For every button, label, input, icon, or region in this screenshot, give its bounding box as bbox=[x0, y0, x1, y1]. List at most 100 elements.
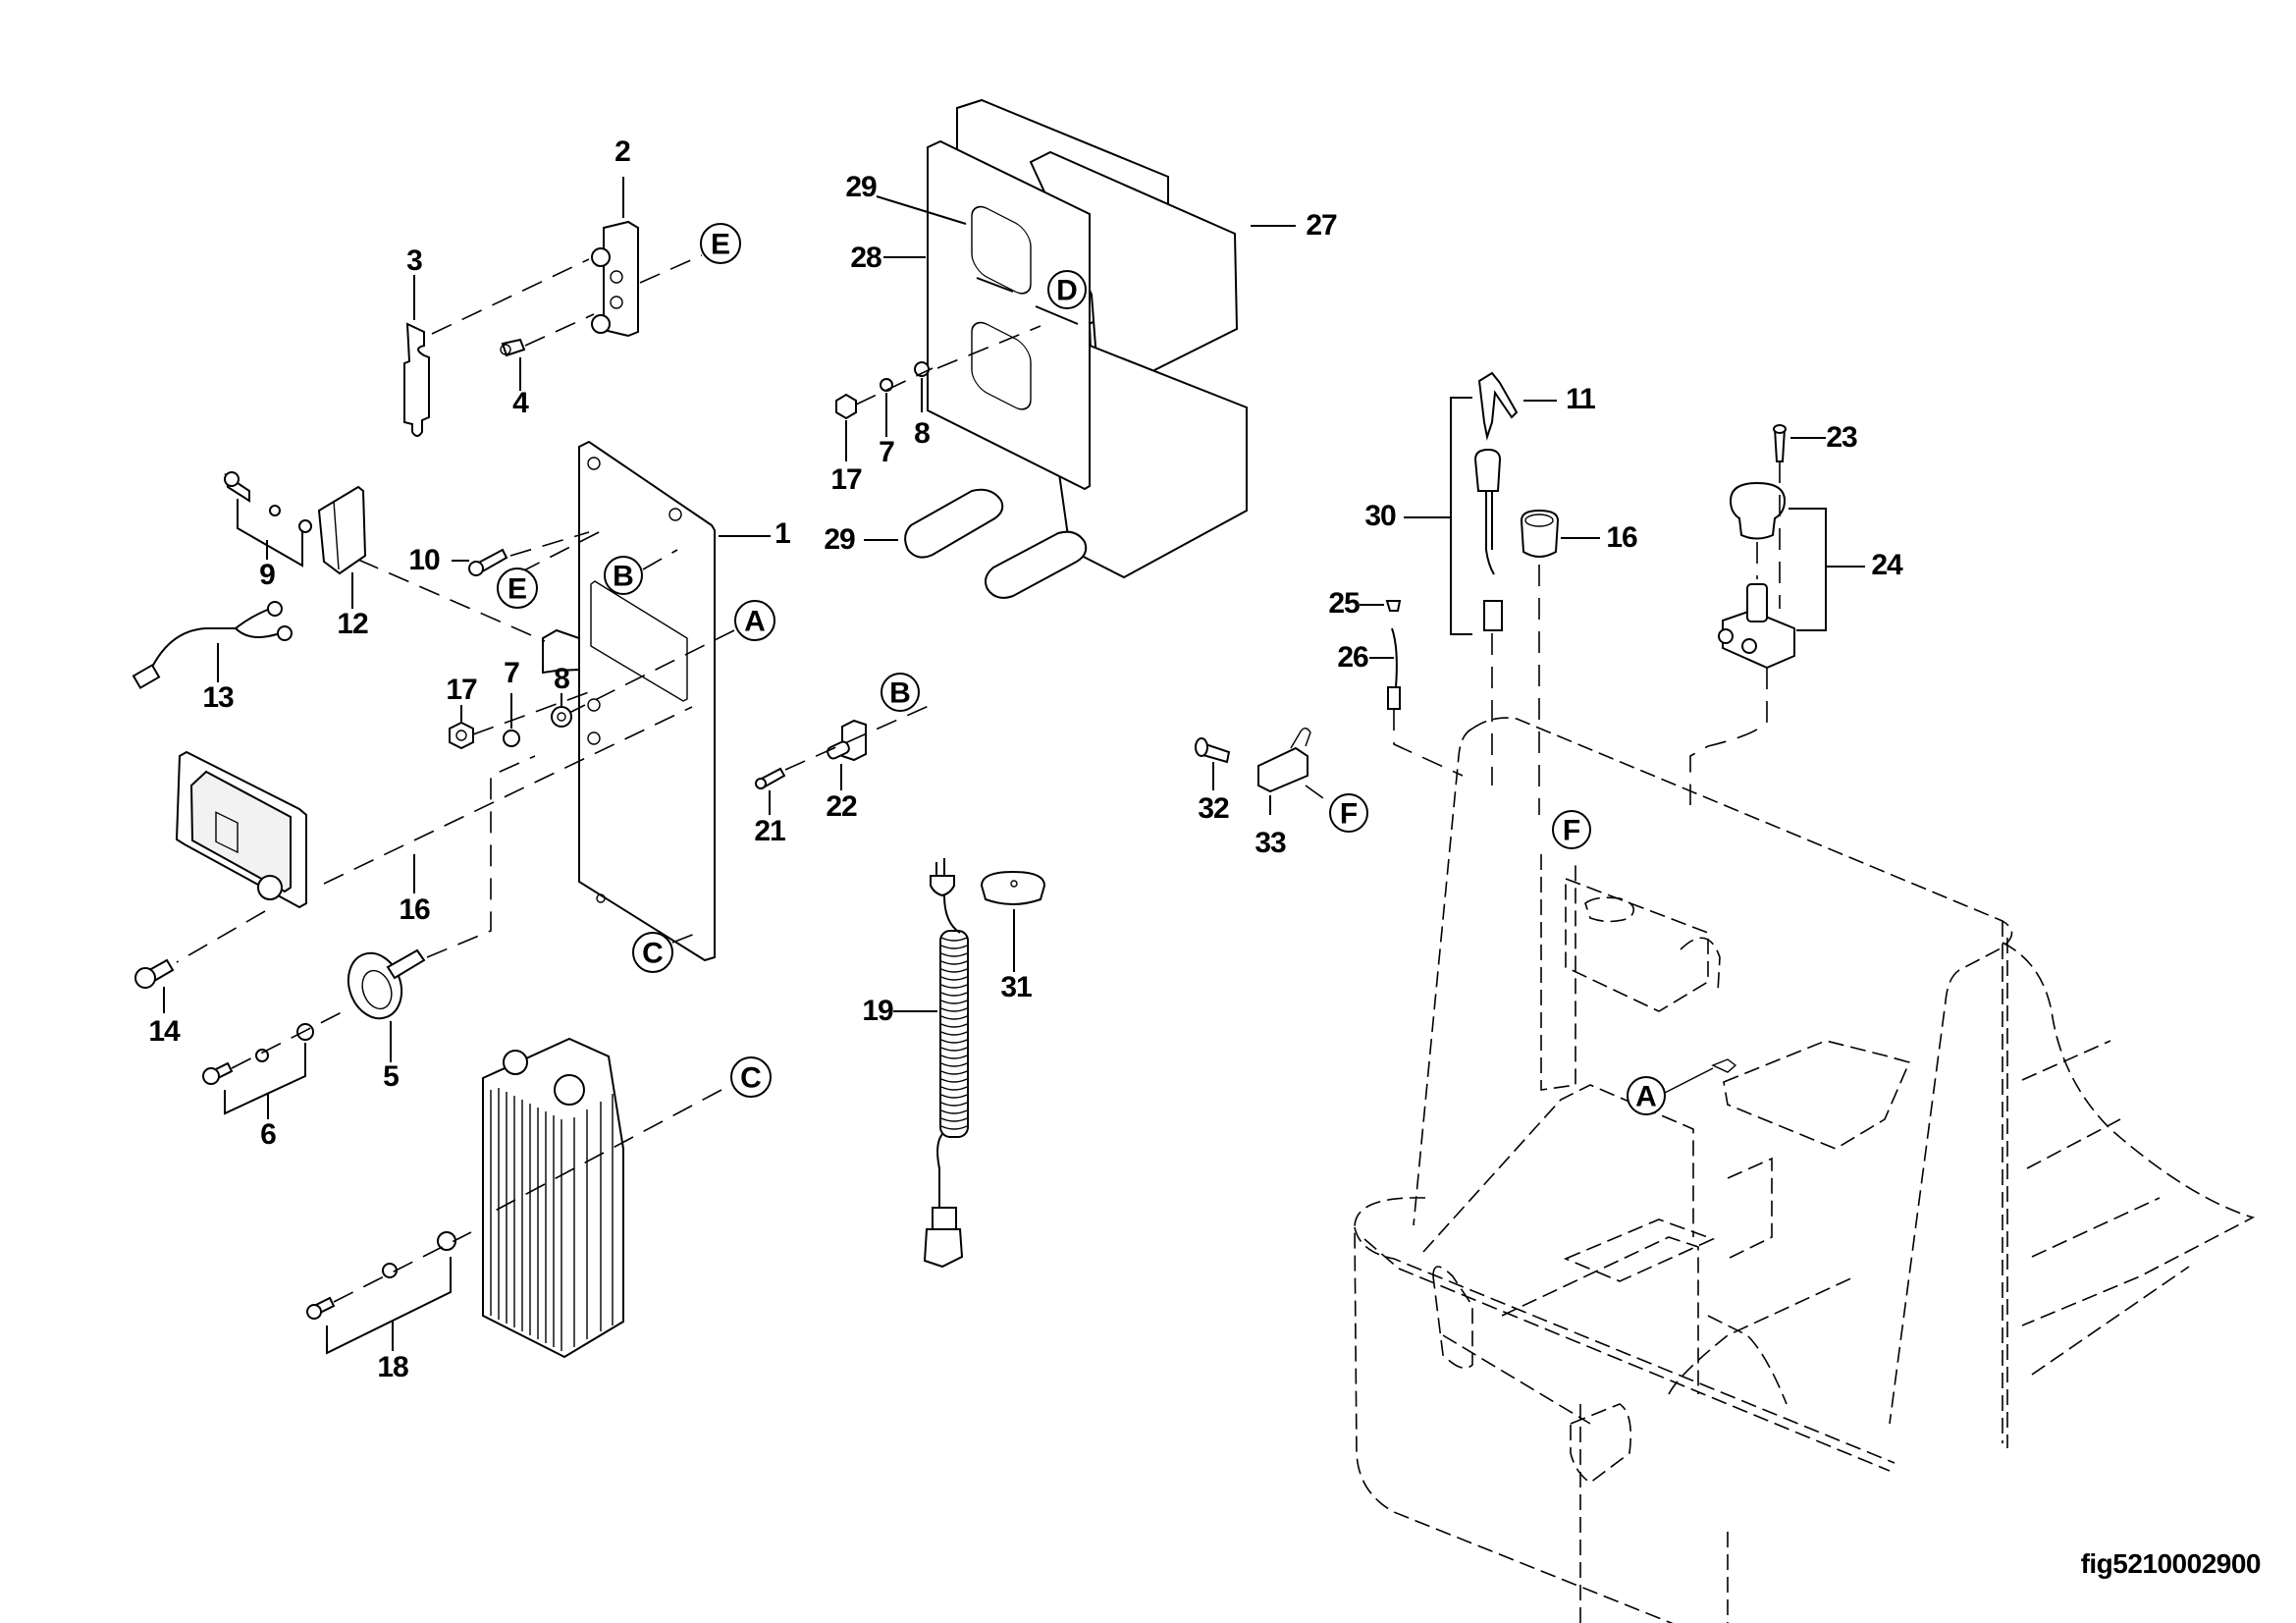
frame-rear-contour bbox=[2002, 942, 2256, 1326]
callout-29b: 29 bbox=[824, 523, 855, 556]
assembly-line bbox=[509, 531, 590, 557]
nut-17[interactable] bbox=[449, 721, 474, 750]
screw-32-head bbox=[1195, 737, 1208, 757]
pads-29 bbox=[864, 488, 1088, 599]
callout-18: 18 bbox=[377, 1351, 408, 1383]
frame-side-plate-2 bbox=[1570, 1403, 1632, 1484]
key-switch-wire bbox=[1485, 491, 1495, 575]
nut-hole bbox=[455, 730, 467, 741]
controller-face bbox=[189, 770, 292, 893]
svg-text:B: B bbox=[613, 561, 634, 593]
fuse-holder-nut-top bbox=[591, 247, 611, 267]
mounting-plate-group bbox=[542, 440, 771, 962]
callout-24: 24 bbox=[1871, 549, 1903, 581]
rubber-cap-31[interactable] bbox=[980, 870, 1046, 905]
frame-lower-body bbox=[1354, 1197, 1674, 1623]
controller-port bbox=[257, 875, 283, 900]
contactor-edge bbox=[333, 500, 340, 570]
terminal bbox=[1718, 628, 1734, 644]
key-11[interactable] bbox=[1477, 371, 1519, 441]
iec-connector[interactable] bbox=[923, 1228, 964, 1269]
nut-17b[interactable] bbox=[835, 393, 857, 420]
callout-22: 22 bbox=[826, 790, 857, 823]
contactor[interactable] bbox=[317, 485, 367, 575]
frame-bracket-rail bbox=[1723, 1040, 1911, 1150]
ring-terminal bbox=[267, 601, 283, 617]
lock-washer-6[interactable] bbox=[255, 1049, 269, 1062]
bracket-6 bbox=[224, 1043, 306, 1115]
reference-marker-F1: F bbox=[1329, 793, 1368, 833]
plate-hole bbox=[596, 893, 606, 903]
reference-marker-C2: C bbox=[730, 1056, 772, 1098]
lock-washer-7b[interactable] bbox=[880, 378, 893, 392]
charger-cable-group bbox=[893, 858, 1046, 1269]
micro-switch-33[interactable] bbox=[1257, 746, 1308, 793]
socket-pin bbox=[827, 740, 850, 760]
callout-3: 3 bbox=[406, 244, 422, 277]
assembly-line bbox=[176, 910, 266, 963]
svg-text:B: B bbox=[889, 677, 911, 710]
key-switch-body[interactable] bbox=[1473, 448, 1502, 492]
washer-8b[interactable] bbox=[914, 361, 930, 377]
harness-26[interactable] bbox=[1391, 627, 1398, 688]
cable-13-connector bbox=[132, 664, 161, 689]
frame-lower-edge-2 bbox=[1363, 1238, 1891, 1472]
svg-text:C: C bbox=[642, 938, 664, 970]
plate-bracket bbox=[542, 628, 580, 675]
assembly-line bbox=[431, 258, 590, 335]
assembly-line bbox=[426, 755, 536, 958]
switch-lever bbox=[1290, 728, 1311, 749]
emergency-stop-knob[interactable] bbox=[1729, 481, 1787, 540]
indicator-16[interactable] bbox=[1520, 509, 1560, 558]
key-switch-connector bbox=[1483, 600, 1503, 631]
plug-25[interactable] bbox=[1385, 600, 1402, 612]
washer-6[interactable] bbox=[296, 1023, 314, 1041]
leader-line bbox=[876, 195, 967, 225]
emergency-stop-group bbox=[1689, 424, 1865, 805]
callout-2: 2 bbox=[614, 135, 630, 168]
fuse-holder-hole bbox=[610, 296, 623, 309]
plate-slot bbox=[1035, 305, 1079, 325]
cable-gland bbox=[554, 1074, 585, 1106]
plate-hole bbox=[587, 698, 601, 712]
battery-group bbox=[876, 98, 1296, 579]
assembly-line bbox=[568, 629, 735, 714]
controller-group bbox=[134, 706, 693, 1119]
assembly-line bbox=[642, 549, 678, 570]
battery-plate-28[interactable] bbox=[927, 139, 1091, 491]
washer-9[interactable] bbox=[298, 519, 312, 533]
screw-14-head bbox=[134, 967, 156, 989]
callout-4: 4 bbox=[512, 387, 529, 419]
frame-rear-ribs bbox=[2021, 1040, 2190, 1376]
fuse-holder-group bbox=[403, 177, 703, 437]
pad-29-on-plate-lower bbox=[971, 321, 1032, 410]
fuse-screw[interactable] bbox=[501, 338, 526, 357]
assembly-line bbox=[671, 930, 704, 944]
assembly-line bbox=[323, 706, 693, 885]
lock-washer-7[interactable] bbox=[503, 730, 520, 747]
callout-8a: 8 bbox=[554, 663, 569, 695]
cable-13[interactable] bbox=[146, 608, 281, 678]
assembly-line bbox=[855, 367, 934, 406]
controller-screen bbox=[215, 811, 239, 854]
plate-hole bbox=[668, 508, 682, 521]
battery-fasteners bbox=[835, 361, 934, 461]
horn-center bbox=[361, 969, 393, 1010]
assembly-line bbox=[519, 529, 604, 573]
pad-29[interactable] bbox=[985, 530, 1088, 599]
contactor-group bbox=[132, 471, 546, 689]
washer-8[interactable] bbox=[551, 706, 572, 728]
mounting-plate[interactable] bbox=[578, 440, 716, 962]
mains-plug[interactable] bbox=[930, 875, 955, 897]
pad-29[interactable] bbox=[904, 488, 1004, 559]
frame-axle bbox=[1442, 1334, 1591, 1425]
coil-cable-19[interactable] bbox=[936, 894, 969, 1208]
leader-line bbox=[1660, 1067, 1714, 1096]
horn[interactable] bbox=[340, 946, 410, 1026]
fuse[interactable] bbox=[403, 322, 430, 437]
lock-washer-9[interactable] bbox=[269, 505, 281, 516]
callout-29a: 29 bbox=[845, 171, 877, 203]
reference-marker-B2: B bbox=[881, 673, 920, 712]
bracket-24 bbox=[1789, 508, 1827, 631]
callout-17a: 17 bbox=[446, 674, 477, 706]
